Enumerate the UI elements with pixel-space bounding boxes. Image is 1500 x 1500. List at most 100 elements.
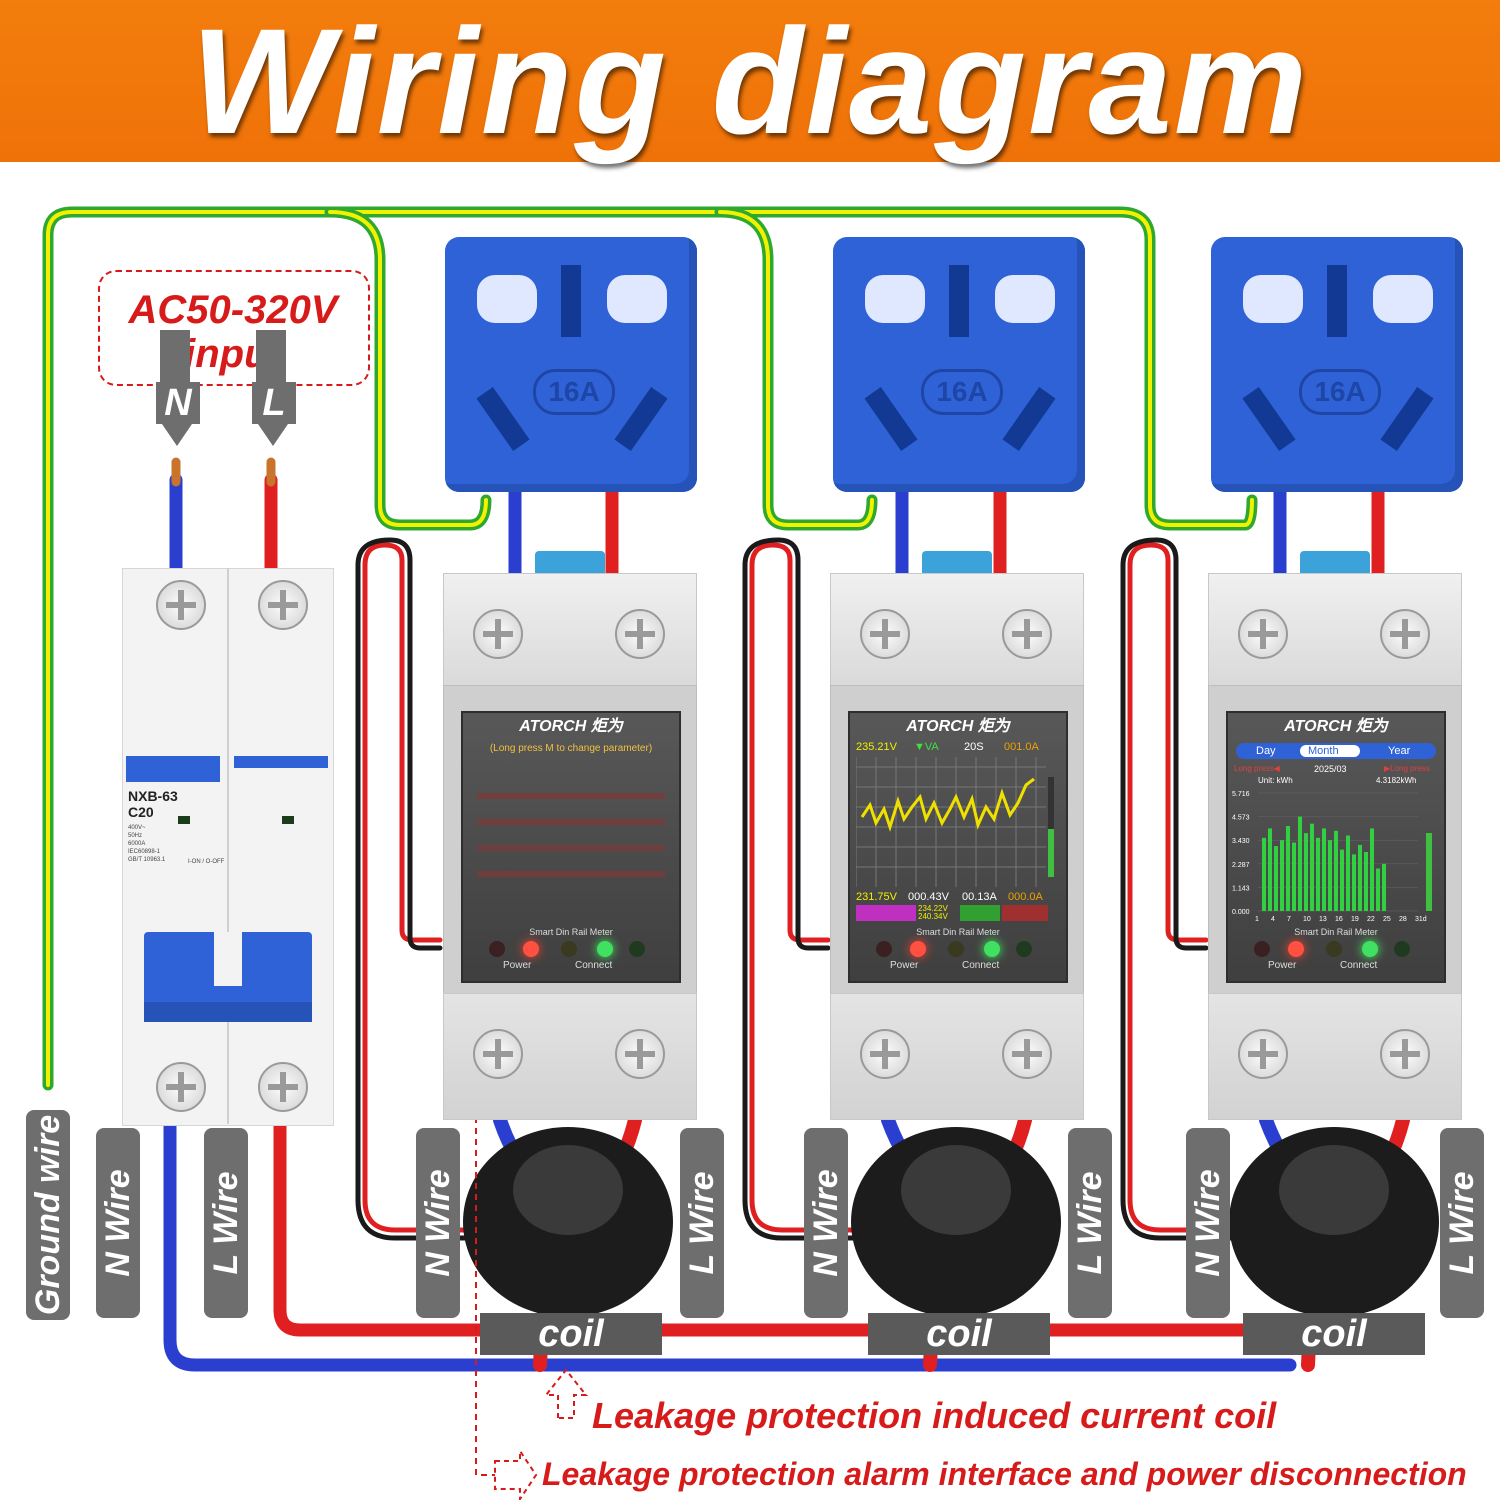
- power-led: [910, 941, 926, 957]
- coil-1-label: coil: [480, 1313, 662, 1355]
- y-tick-label: 5.716: [1232, 791, 1250, 798]
- meter-voltage: 235.21V: [856, 741, 897, 753]
- energy-bar: [1280, 840, 1284, 911]
- diagram-title: Wiring diagram: [190, 0, 1310, 165]
- breaker-screw-bottom-l: [258, 1062, 308, 1112]
- socket-rating: 16A: [1299, 369, 1381, 415]
- x-tick-label: 7: [1287, 916, 1291, 923]
- meter-2-n-wire-label: N Wire: [804, 1128, 848, 1318]
- m-button[interactable]: [948, 941, 964, 957]
- meter-screw: [1380, 1029, 1430, 1079]
- x-tick-label: 4: [1271, 916, 1275, 923]
- meter-screw: [1238, 609, 1288, 659]
- meter-blurred-content: [477, 793, 665, 893]
- meter-3-screen: ATORCH 炬为 Day Month Year Long press◀ 202…: [1226, 711, 1446, 983]
- live-bus: [273, 1113, 1337, 1337]
- meter-bottom-current-2: 000.0A: [1008, 891, 1043, 903]
- plus-button[interactable]: [1394, 941, 1410, 957]
- l-wire-label: L Wire: [204, 1128, 248, 1318]
- energy-bar: [1334, 830, 1338, 911]
- plus-button[interactable]: [629, 941, 645, 957]
- meter-screw: [1380, 609, 1430, 659]
- x-tick-label: 31d: [1415, 916, 1427, 923]
- meter-bottom-power: 000.43V: [908, 891, 949, 903]
- power-label: Power: [1268, 960, 1297, 971]
- meter-hint: (Long press M to change parameter): [489, 743, 653, 754]
- alarm-note: Leakage protection alarm interface and p…: [542, 1456, 1467, 1492]
- energy-bar: [1304, 833, 1308, 911]
- meter-va: ▼VA: [914, 741, 939, 753]
- power-led: [1288, 941, 1304, 957]
- x-tick-label: 25: [1383, 916, 1391, 923]
- meter-model-label: Smart Din Rail Meter: [529, 927, 613, 937]
- x-tick-label: 22: [1367, 916, 1375, 923]
- input-n-terminal: N: [156, 382, 200, 424]
- y-tick-label: 0.000: [1232, 909, 1250, 916]
- m-button[interactable]: [561, 941, 577, 957]
- meter-screw: [860, 609, 910, 659]
- plus-button[interactable]: [1016, 941, 1032, 957]
- minus-button[interactable]: [876, 941, 892, 957]
- socket-3: 16A: [1211, 237, 1463, 492]
- coil-1: [463, 1127, 673, 1317]
- breaker-model: NXB-63: [128, 788, 178, 804]
- meter-2-l-wire-label: L Wire: [1068, 1128, 1112, 1318]
- tab-month[interactable]: Month: [1308, 745, 1339, 757]
- socket-1: 16A: [445, 237, 697, 492]
- power-led: [523, 941, 539, 957]
- socket-2: 16A: [833, 237, 1085, 492]
- x-tick-label: 16: [1335, 916, 1343, 923]
- alarm-pointer: [475, 985, 495, 1476]
- energy-bar: [1328, 840, 1332, 911]
- voltage-waveform: [860, 777, 1035, 832]
- energy-bar: [1310, 823, 1314, 911]
- meter-screw: [473, 1029, 523, 1079]
- meter-screw: [473, 609, 523, 659]
- connect-led: [597, 941, 613, 957]
- meter-1-screen: ATORCH 炬为 (Long press M to change parame…: [461, 711, 681, 983]
- energy-bar: [1346, 835, 1350, 911]
- m-button[interactable]: [1326, 941, 1342, 957]
- right-press-label: ▶Long press: [1384, 764, 1430, 773]
- breaker-toggle[interactable]: [144, 932, 312, 1022]
- meter-3-n-wire-label: N Wire: [1186, 1128, 1230, 1318]
- title-banner: [0, 0, 1500, 162]
- alarm-arrow-icon: [494, 1447, 538, 1500]
- meter-sub-2: 240.34V: [918, 912, 948, 921]
- x-tick-label: 28: [1399, 916, 1407, 923]
- input-l-terminal: L: [252, 382, 296, 424]
- minus-button[interactable]: [1254, 941, 1270, 957]
- connect-led: [1362, 941, 1378, 957]
- energy-bar: [1382, 863, 1386, 911]
- waveform-graph: [856, 757, 1054, 887]
- meter-screw: [615, 1029, 665, 1079]
- energy-bar: [1340, 849, 1344, 911]
- energy-bar: [1316, 837, 1320, 911]
- connect-led: [984, 941, 1000, 957]
- meter-current: 001.0A: [1004, 741, 1039, 753]
- energy-unit: Unit: kWh: [1258, 776, 1293, 785]
- breaker-on-off: I-ON / O-OFF: [188, 859, 225, 865]
- meter-2: ATORCH 炬为 235.21V ▼VA 20S 001.0A 231.75V…: [830, 551, 1084, 1120]
- x-tick-label: 19: [1351, 916, 1359, 923]
- meter-brand: ATORCH 炬为: [519, 718, 623, 735]
- month-date: 2025/03: [1314, 764, 1347, 774]
- energy-bar: [1322, 828, 1326, 911]
- minus-button[interactable]: [489, 941, 505, 957]
- x-tick-label: 10: [1303, 916, 1311, 923]
- coil-arrow-icon: [543, 1368, 589, 1419]
- y-tick-label: 1.143: [1232, 885, 1250, 892]
- energy-bar: [1358, 844, 1362, 911]
- coil-2-label: coil: [868, 1313, 1050, 1355]
- input-voltage-range: AC50-320V: [128, 288, 338, 332]
- meter-brand: ATORCH 炬为: [1284, 718, 1388, 735]
- y-tick-label: 4.573: [1232, 815, 1250, 822]
- energy-bar: [1292, 842, 1296, 911]
- input-voltage-label: AC50-320V input: [100, 288, 366, 376]
- tab-day[interactable]: Day: [1256, 745, 1276, 757]
- connect-label: Connect: [575, 960, 613, 971]
- tab-year[interactable]: Year: [1388, 745, 1411, 757]
